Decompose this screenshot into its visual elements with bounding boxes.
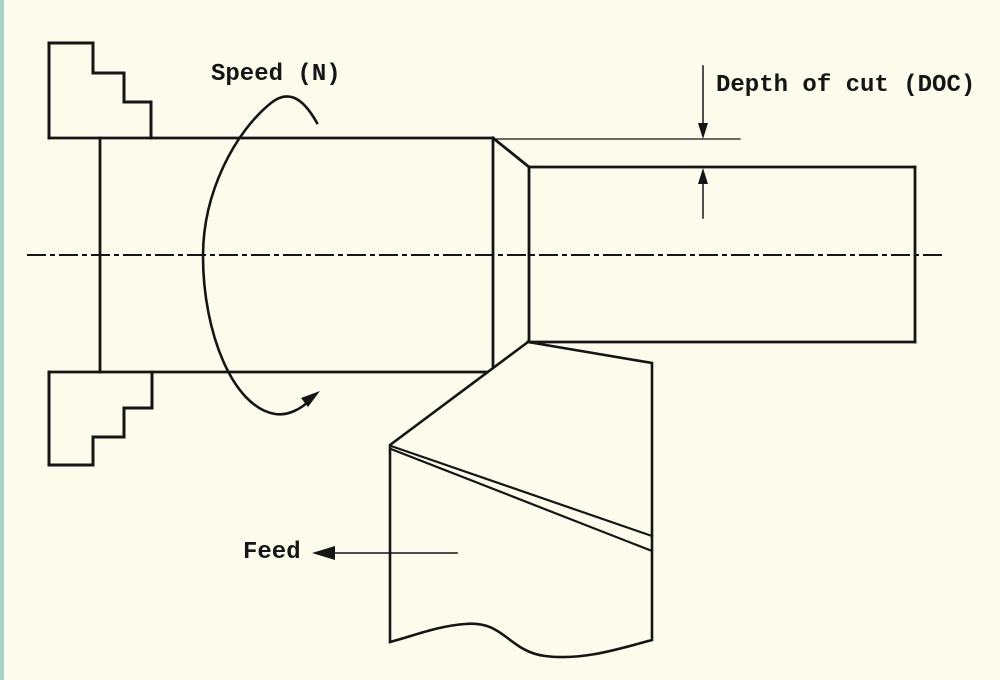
cutting-tool-insert-edge	[389, 444, 654, 553]
cutting-tool-body	[388, 340, 654, 659]
feed-arrowhead	[312, 546, 335, 560]
rotation-arrowhead	[301, 391, 320, 407]
doc-down-arrowhead	[698, 123, 708, 139]
depth-of-cut-dimension	[494, 65, 741, 219]
cutting-tool	[388, 340, 654, 659]
workpiece-stock-outline	[47, 136, 531, 374]
speed-label: Speed (N)	[211, 61, 341, 88]
feed-arrow	[312, 546, 458, 560]
machined-section-outline	[526, 165, 917, 344]
rotation-arrow	[201, 95, 320, 416]
feed-label: Feed	[243, 539, 301, 566]
chuck-jaw-top	[47, 41, 153, 140]
doc-up-arrowhead	[698, 168, 708, 184]
chuck-jaw-bottom	[47, 370, 154, 467]
depth-of-cut-label: Depth of cut (DOC)	[716, 72, 976, 99]
left-accent-strip	[0, 0, 4, 680]
